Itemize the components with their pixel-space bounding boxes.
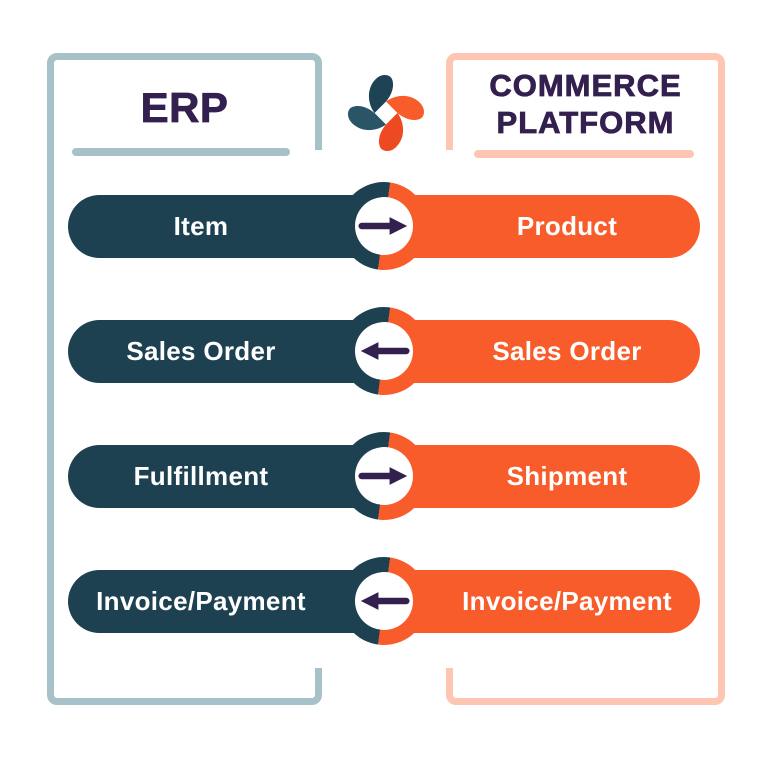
erp-pill-label: Invoice/Payment <box>96 586 306 616</box>
erp-pill-label: Fulfillment <box>133 461 269 491</box>
mapping-row-fulfillment-shipment: Fulfillment Shipment <box>0 432 768 521</box>
erp-title-underline <box>72 148 290 156</box>
sync-arrow-icon <box>360 342 410 360</box>
commerce-pill: Product <box>378 195 700 258</box>
sync-direction-badge <box>340 557 428 645</box>
commerce-pill: Shipment <box>378 445 700 508</box>
sync-arrow-icon <box>358 217 408 235</box>
commerce-pill: Invoice/Payment <box>378 570 700 633</box>
erp-title: ERP <box>140 84 229 132</box>
four-point-star-logo-icon <box>348 74 424 152</box>
commerce-outline-gap <box>443 150 456 668</box>
sync-direction-badge <box>340 432 428 520</box>
commerce-title-underline <box>474 150 694 158</box>
commerce-title-line1: COMMERCE <box>489 68 682 104</box>
sync-direction-badge <box>340 307 428 395</box>
mapping-row-invoice-payment: Invoice/Payment Invoice/Payment <box>0 557 768 646</box>
commerce-title-line2: PLATFORM <box>496 105 675 141</box>
sync-direction-badge <box>340 182 428 270</box>
erp-pill: Fulfillment <box>68 445 390 508</box>
erp-pill: Sales Order <box>68 320 390 383</box>
erp-pill: Item <box>68 195 390 258</box>
erp-pill: Invoice/Payment <box>68 570 390 633</box>
commerce-pill: Sales Order <box>378 320 700 383</box>
erp-outline-gap <box>312 150 325 668</box>
mapping-row-sales-order: Sales Order Sales Order <box>0 307 768 396</box>
commerce-pill-label: Shipment <box>506 461 628 491</box>
mapping-row-item-product: Item Product <box>0 182 768 271</box>
commerce-platform-title: COMMERCE PLATFORM <box>446 67 725 141</box>
sync-arrow-icon <box>360 592 410 610</box>
commerce-pill-label: Invoice/Payment <box>462 586 672 616</box>
commerce-pill-label: Sales Order <box>492 336 642 366</box>
commerce-pill-label: Product <box>516 211 618 241</box>
sync-arrow-icon <box>358 467 408 485</box>
erp-pill-label: Sales Order <box>126 336 276 366</box>
erp-pill-label: Item <box>173 211 229 241</box>
